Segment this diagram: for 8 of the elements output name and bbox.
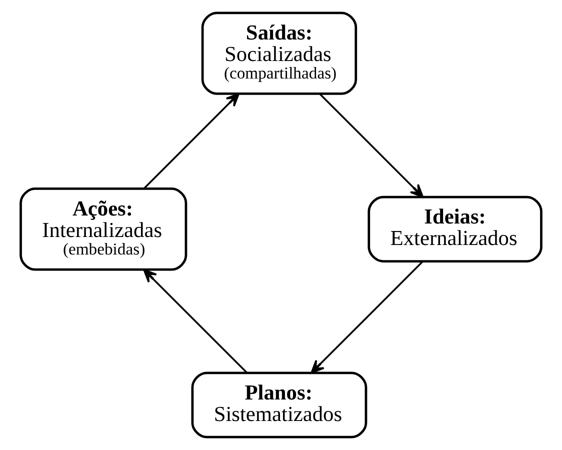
- node-box: Ações: Internalizadas (embebidas): [20, 188, 188, 271]
- arrow: [310, 260, 424, 374]
- node-box: Saídas: Socializadas (compartilhadas): [201, 12, 358, 95]
- arrow: [143, 268, 248, 374]
- arrow: [319, 93, 424, 198]
- arrow: [144, 92, 240, 189]
- node-box: Planos: Sistematizados: [191, 372, 368, 438]
- node-box: Ideias: Externalizados: [368, 196, 542, 262]
